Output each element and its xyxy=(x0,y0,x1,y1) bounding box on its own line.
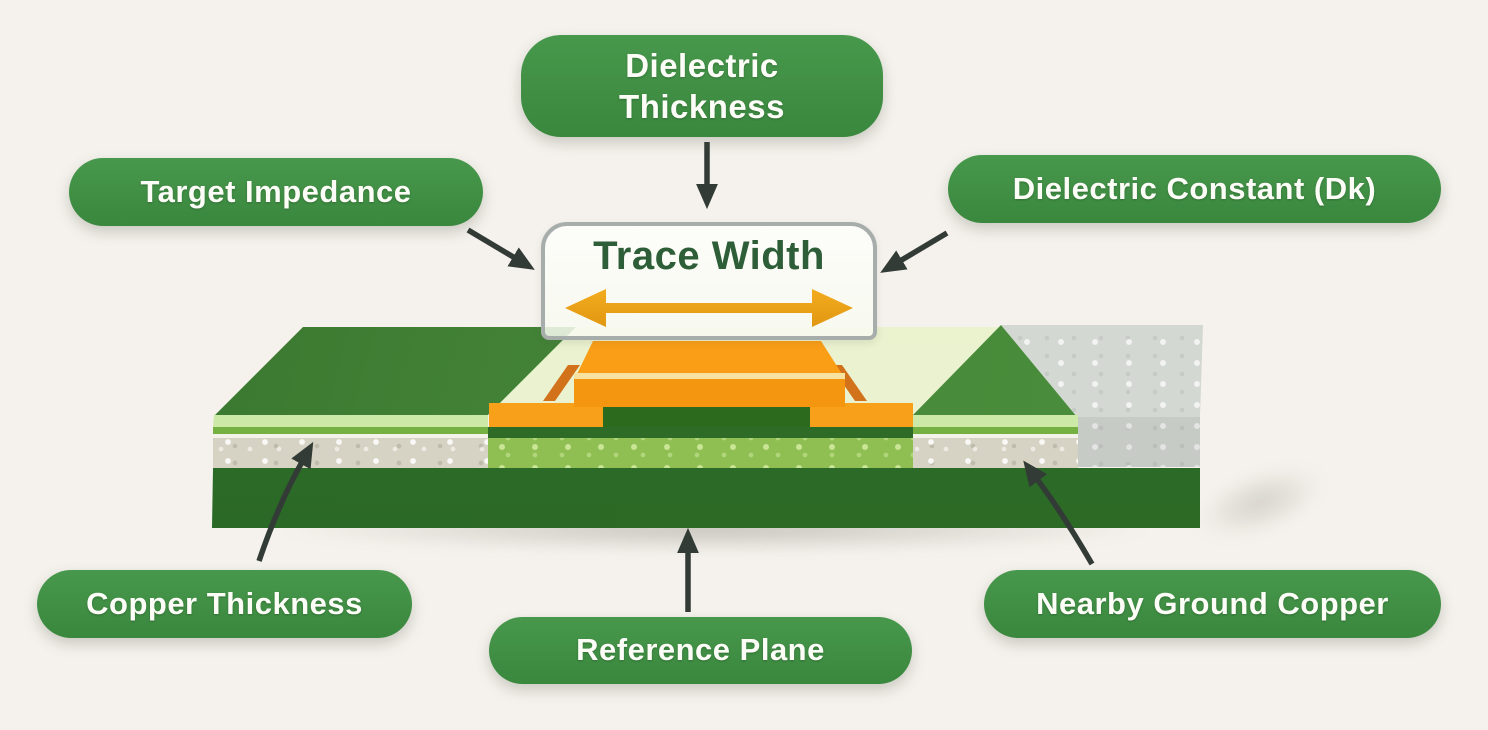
callout-arrow-dielectric-constant xyxy=(880,230,949,273)
label-copper-thickness-text: Copper Thickness xyxy=(86,585,363,621)
label-reference-plane-text: Reference Plane xyxy=(576,632,825,668)
label-target-impedance: Target Impedance xyxy=(69,158,483,226)
label-copper-thickness: Copper Thickness xyxy=(37,570,412,638)
trace-width-panel: Trace Width xyxy=(541,222,877,340)
label-nearby-ground-copper-text: Nearby Ground Copper xyxy=(1036,585,1389,621)
label-dielectric-thickness-text: Dielectric Thickness xyxy=(619,46,785,125)
label-dielectric-thickness: Dielectric Thickness xyxy=(521,35,883,137)
callout-arrow-target-impedance xyxy=(466,227,535,270)
label-target-impedance-text: Target Impedance xyxy=(140,173,412,209)
label-dielectric-constant: Dielectric Constant (Dk) xyxy=(948,155,1441,223)
label-dielectric-constant-text: Dielectric Constant (Dk) xyxy=(1012,170,1377,206)
trace-width-title: Trace Width xyxy=(593,234,825,278)
trace-width-arrow-icon xyxy=(565,289,853,327)
label-nearby-ground-copper: Nearby Ground Copper xyxy=(984,570,1441,638)
label-reference-plane: Reference Plane xyxy=(489,617,912,684)
